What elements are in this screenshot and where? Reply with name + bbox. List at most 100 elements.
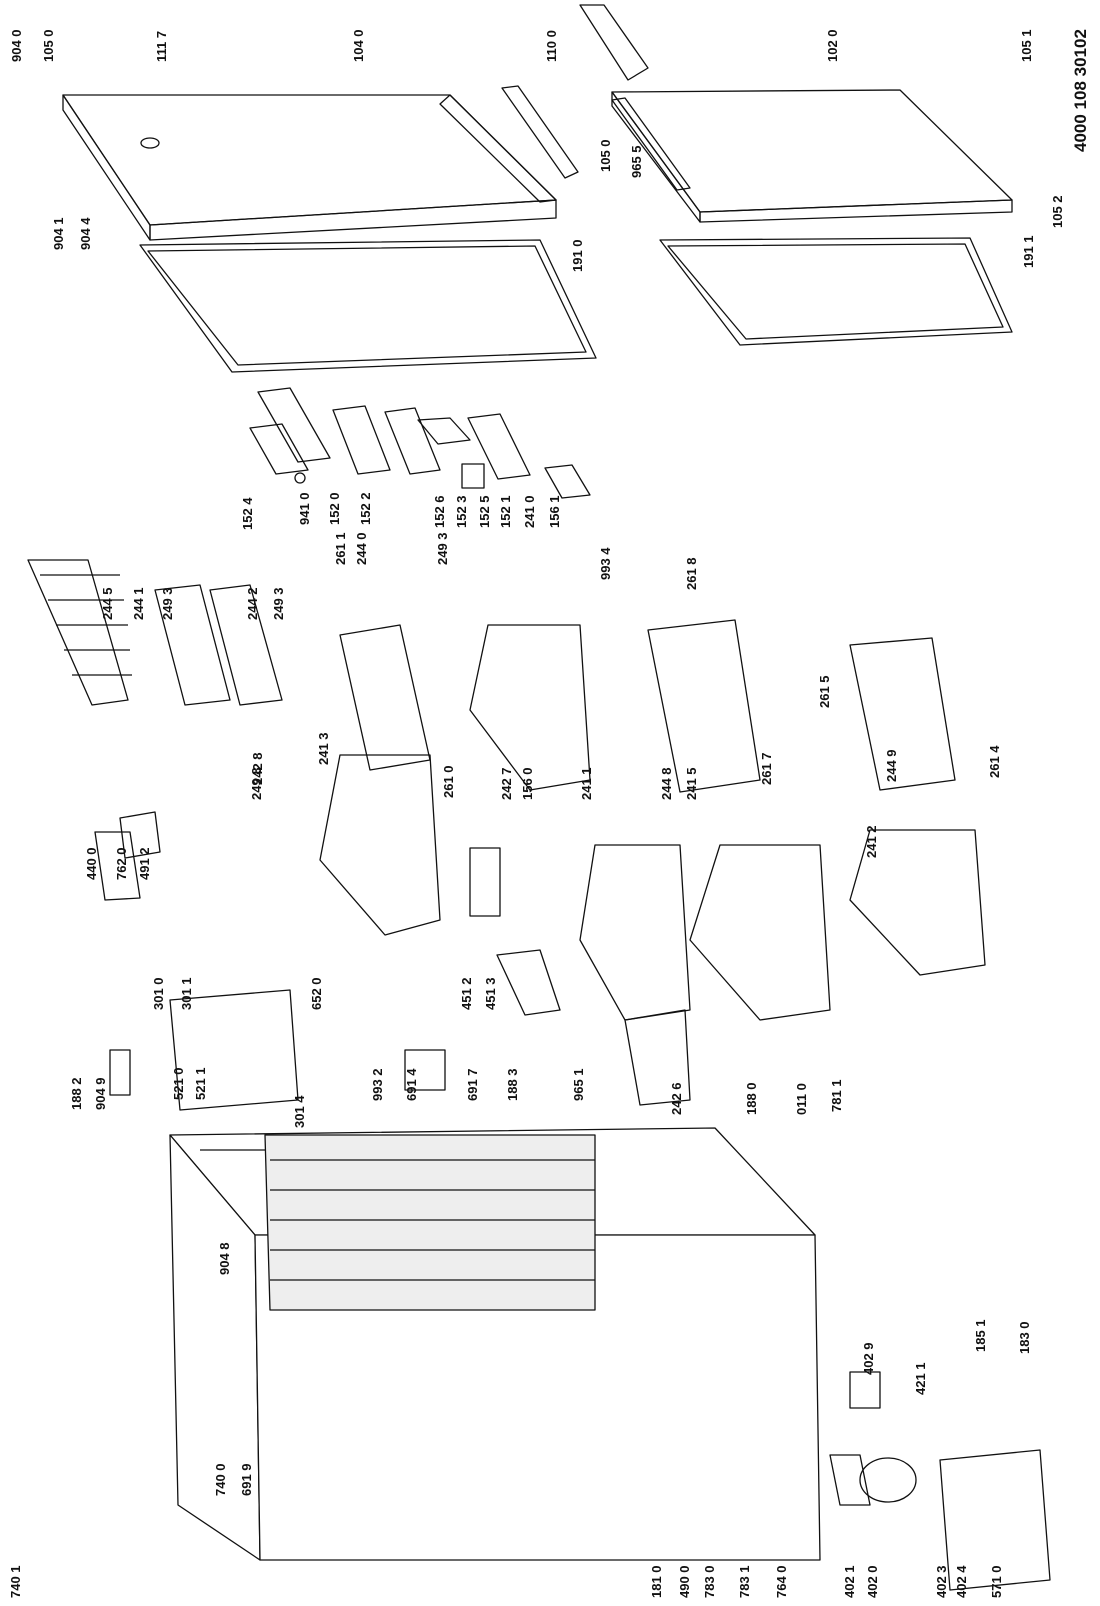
part-label: 110 0 xyxy=(544,30,559,62)
part-label: 241 5 xyxy=(684,767,699,800)
part-label: 242 8 xyxy=(250,752,265,785)
part-label: 783 1 xyxy=(737,1565,752,1598)
part-label: 188 0 xyxy=(744,1082,759,1115)
part-label: 152 0 xyxy=(327,492,342,525)
part-label: 249 3 xyxy=(271,587,286,620)
small-parts xyxy=(94,811,691,1111)
part-label: 104 0 xyxy=(351,29,366,62)
part-label: 244 1 xyxy=(131,587,146,620)
part-label: 402 3 xyxy=(934,1565,949,1598)
part-label: 152 5 xyxy=(477,495,492,528)
part-label: 421 1 xyxy=(913,1362,928,1395)
part-label: 249 3 xyxy=(435,532,450,565)
part-label: 183 0 xyxy=(1017,1321,1032,1354)
part-label: 301 0 xyxy=(151,977,166,1010)
part-label: 188 3 xyxy=(505,1068,520,1101)
part-label: 244 2 xyxy=(245,587,260,620)
part-label: 261 4 xyxy=(987,745,1002,778)
part-label: 783 0 xyxy=(702,1565,717,1598)
part-label: 402 4 xyxy=(954,1565,969,1598)
freezer-door xyxy=(62,94,557,241)
part-label: 691 9 xyxy=(239,1463,254,1496)
part-label: 261 8 xyxy=(684,557,699,590)
part-label: 740 0 xyxy=(213,1463,228,1496)
part-label: 244 9 xyxy=(884,749,899,782)
part-label: 152 3 xyxy=(454,495,469,528)
fridge-gasket xyxy=(659,237,1013,346)
part-label: 904 8 xyxy=(217,1242,232,1275)
part-label: 451 3 xyxy=(483,977,498,1010)
part-label: 440 0 xyxy=(84,847,99,880)
part-label: 691 7 xyxy=(465,1068,480,1101)
part-label: 451 2 xyxy=(459,977,474,1010)
part-label: 152 2 xyxy=(358,492,373,525)
part-label: 402 0 xyxy=(865,1565,880,1598)
part-label: 185 1 xyxy=(973,1319,988,1352)
part-label: 244 5 xyxy=(100,587,115,620)
part-label: 904 0 xyxy=(9,29,24,62)
part-label: 740 1 xyxy=(8,1565,23,1598)
part-label: 249 3 xyxy=(160,587,175,620)
part-label: 241 2 xyxy=(864,825,879,858)
part-label: 521 1 xyxy=(193,1067,208,1100)
part-label: 301 4 xyxy=(292,1095,307,1128)
part-label: 105 0 xyxy=(598,139,613,172)
part-label: 965 1 xyxy=(571,1068,586,1101)
part-label: 105 1 xyxy=(1019,29,1034,62)
part-label: 241 0 xyxy=(522,495,537,528)
part-label: 490 0 xyxy=(677,1565,692,1598)
part-label: 402 1 xyxy=(842,1565,857,1598)
part-label: 652 0 xyxy=(309,977,324,1010)
part-label: 764 0 xyxy=(774,1565,789,1598)
part-label: 244 8 xyxy=(659,767,674,800)
part-label: 102 0 xyxy=(825,29,840,62)
part-label: 105 0 xyxy=(41,29,56,62)
part-label: 941 0 xyxy=(297,492,312,525)
freezer-gasket xyxy=(139,239,597,373)
part-label: 191 0 xyxy=(570,239,585,272)
part-label: 781 1 xyxy=(829,1079,844,1112)
part-label: 188 2 xyxy=(69,1077,84,1110)
part-label: 156 0 xyxy=(520,767,535,800)
document-number: 4000 108 30102 xyxy=(1071,29,1090,152)
part-label: 491 2 xyxy=(137,847,152,880)
part-label: 242 7 xyxy=(499,767,514,800)
part-label: 261 0 xyxy=(441,765,456,798)
part-label: 261 1 xyxy=(333,532,348,565)
bottle-rack xyxy=(27,559,132,706)
part-label: 965 5 xyxy=(629,145,644,178)
part-label: 261 7 xyxy=(759,752,774,785)
part-label: 301 1 xyxy=(179,977,194,1010)
part-label: 402 9 xyxy=(861,1342,876,1375)
part-label: 152 1 xyxy=(498,495,513,528)
part-label: 261 5 xyxy=(817,675,832,708)
part-label: 521 0 xyxy=(171,1067,186,1100)
crisper-drawers xyxy=(319,624,986,1021)
part-label: 993 2 xyxy=(370,1068,385,1101)
part-label: 244 0 xyxy=(354,532,369,565)
part-label: 111 7 xyxy=(154,30,169,62)
part-label: 152 4 xyxy=(240,497,255,530)
part-label: 691 4 xyxy=(404,1068,419,1101)
part-label: 191 1 xyxy=(1021,235,1036,268)
part-label: 241 3 xyxy=(316,732,331,765)
part-label: 762 0 xyxy=(114,847,129,880)
part-label: 904 1 xyxy=(51,217,66,250)
condenser xyxy=(264,1134,596,1311)
part-label: 904 9 xyxy=(93,1077,108,1110)
part-label: 152 6 xyxy=(432,495,447,528)
compressor xyxy=(829,1371,1051,1591)
part-label: 105 2 xyxy=(1050,195,1065,228)
part-label: 011 0 xyxy=(794,1083,809,1115)
part-label: 242 6 xyxy=(669,1082,684,1115)
part-label: 181 0 xyxy=(649,1565,664,1598)
part-label: 993 4 xyxy=(598,547,613,580)
part-label: 156 1 xyxy=(547,495,562,528)
part-label: 241 1 xyxy=(579,767,594,800)
door-balconies xyxy=(249,387,591,499)
hinge-cover xyxy=(501,4,649,179)
part-label: 904 4 xyxy=(78,217,93,250)
part-label: 571 0 xyxy=(989,1565,1004,1598)
